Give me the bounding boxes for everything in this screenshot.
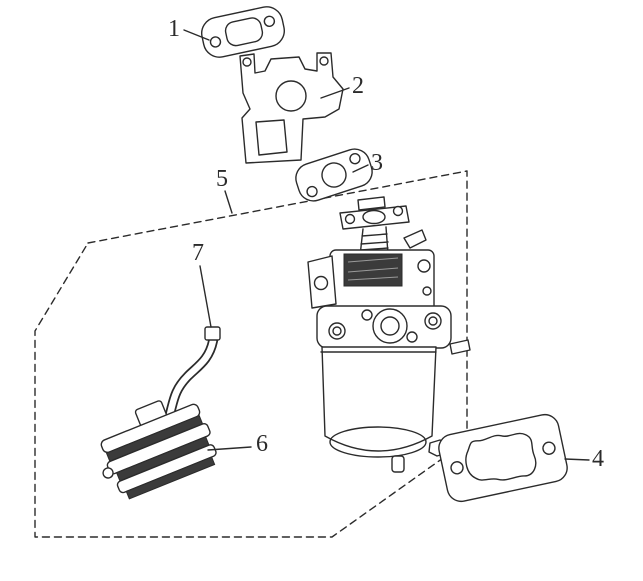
fuel-inlet <box>449 339 471 355</box>
leader-line-2 <box>320 87 350 99</box>
part-labels: 1 2 3 4 5 6 7 <box>168 16 604 472</box>
part-label-3: 3 <box>371 150 383 176</box>
leader-lines <box>183 29 590 461</box>
leader-line-3 <box>352 164 369 173</box>
carburetor-assembly <box>307 196 471 473</box>
bowl-nipple <box>391 455 405 473</box>
tube-clamp <box>204 326 221 341</box>
assembly-boundary-dashed <box>34 170 468 538</box>
gasket-3 <box>295 148 373 202</box>
choke-plate-stack-6 <box>100 400 217 500</box>
leader-line-4 <box>564 458 590 461</box>
float-bowl <box>321 346 437 452</box>
part-label-2: 2 <box>352 73 364 99</box>
throttle-lever <box>403 229 427 249</box>
gasket-4 <box>438 413 568 503</box>
part-label-1: 1 <box>168 16 180 42</box>
leader-line-5 <box>224 190 233 214</box>
leader-line-6 <box>207 446 252 451</box>
part-label-5: 5 <box>216 166 228 192</box>
part-label-4: 4 <box>592 446 604 472</box>
gasket-1 <box>201 6 285 58</box>
part-label-7: 7 <box>192 240 204 266</box>
insulator-bracket-2 <box>239 52 344 164</box>
leader-line-7 <box>199 265 212 328</box>
part-label-6: 6 <box>256 431 268 457</box>
leader-line-1 <box>183 29 210 41</box>
